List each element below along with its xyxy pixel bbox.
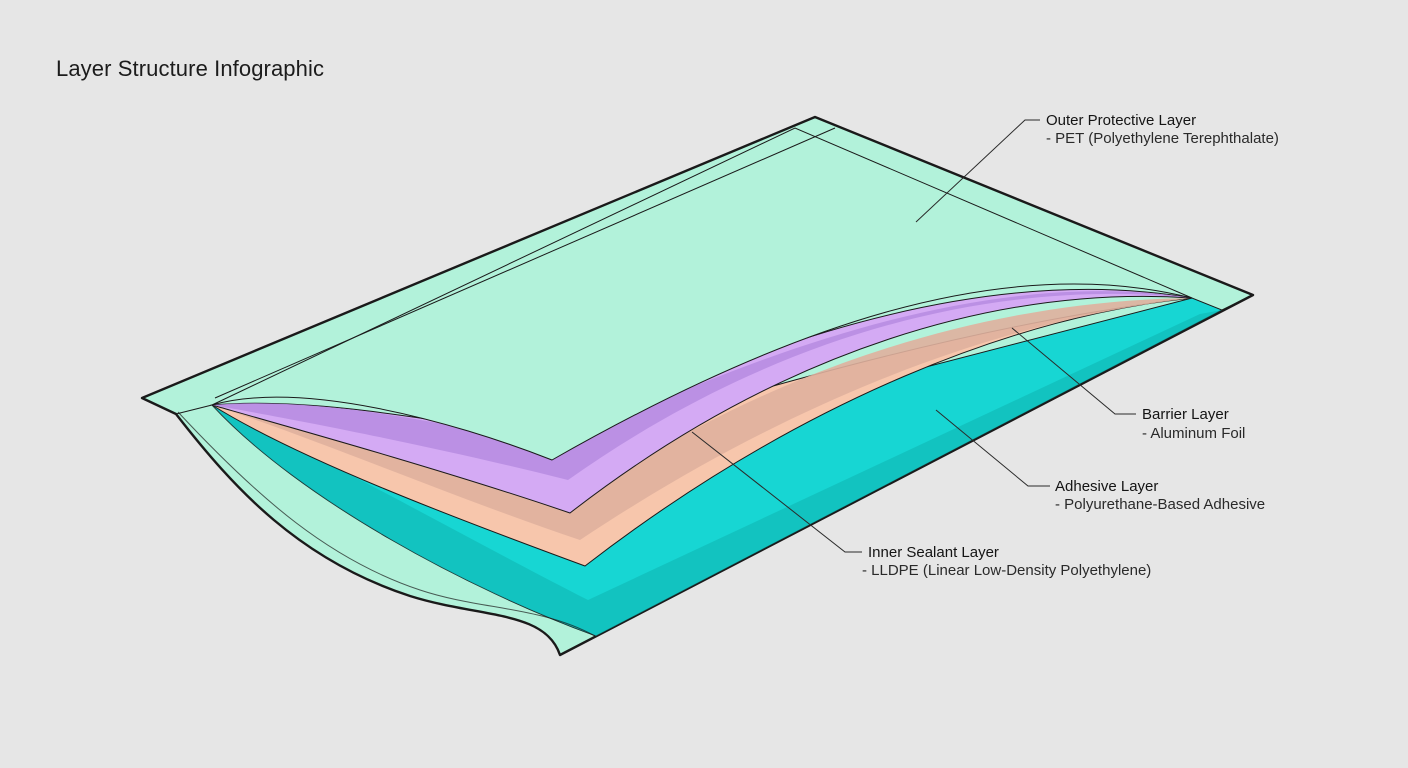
callout-barrier-detail: - Aluminum Foil [1142,425,1245,442]
callout-adhesive-detail: - Polyurethane-Based Adhesive [1055,496,1265,513]
callout-sealant-name: Inner Sealant Layer [868,544,999,561]
callout-adhesive-name: Adhesive Layer [1055,478,1158,495]
callout-barrier-name: Barrier Layer [1142,406,1229,423]
sealant-layer-shade [212,310,1222,636]
adhesive-layer-shade [212,298,1192,540]
leader-barrier [1011,327,1136,415]
leader-adhesive [935,409,1050,487]
barrier-layer-shade [212,291,1192,480]
outer-layer-edge-line [214,127,836,399]
callout-outer-detail: - PET (Polyethylene Terephthalate) [1046,130,1279,147]
callout-sealant-detail: - LLDPE (Linear Low-Density Polyethylene… [862,562,1151,579]
outer-layer-edge-line [177,411,596,637]
outer-protective-layer [211,127,1193,461]
leader-outer [915,119,1040,223]
callout-outer-name: Outer Protective Layer [1046,112,1196,129]
page-title: Layer Structure Infographic [56,56,325,81]
outer-layer-edge-line [1221,294,1254,311]
outer-layer-edge-line [175,404,213,415]
leader-sealant [691,431,862,553]
